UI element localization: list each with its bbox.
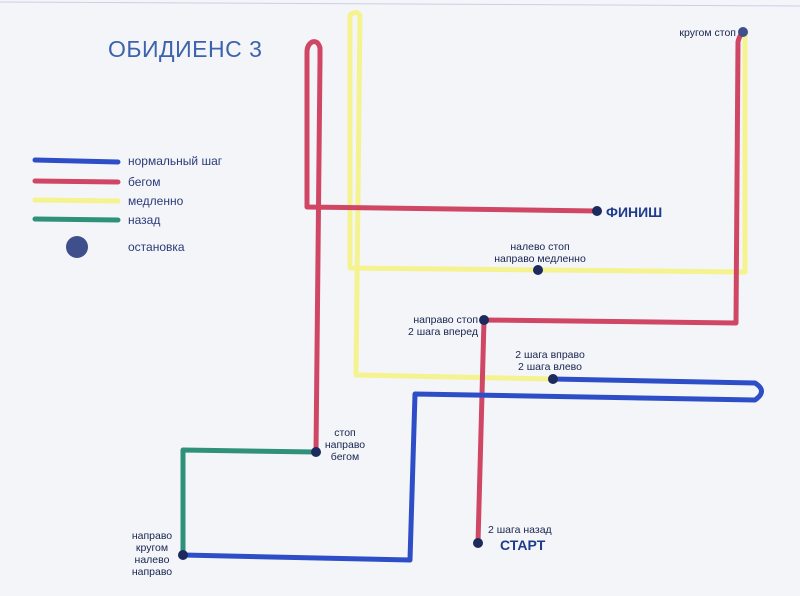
legend-run-line [32, 178, 121, 185]
path-back [180, 447, 319, 558]
path-walk [180, 376, 764, 563]
legend-walk-label: нормальный шаг [128, 154, 223, 168]
diagram-title: ОБИДИЕНС 3 [108, 36, 263, 62]
label-left-stop: налево стоп направо медленно [494, 241, 586, 265]
stop-dot-stop-run [311, 447, 321, 457]
legend-slow-label: медленно [128, 194, 184, 208]
legend-back-line [32, 216, 121, 223]
legend-stop-dot [66, 236, 88, 258]
label-start-note: 2 шага назад [488, 524, 552, 536]
stop-dot-finish [592, 206, 602, 216]
label-finish: ФИНИШ [606, 204, 663, 220]
stop-dot-steps [548, 374, 558, 384]
label-round-stop: кругом стоп [679, 27, 736, 39]
label-steps: 2 шага вправо 2 шага влево [515, 349, 585, 373]
legend-back-label: назад [128, 213, 161, 227]
page-edge [0, 1, 800, 7]
label-start: СТАРТ [500, 537, 546, 553]
stop-dot-right-forward [479, 315, 489, 325]
stop-dot-left-slow [533, 265, 543, 275]
legend-slow-line [32, 197, 121, 204]
path-slow [347, 10, 748, 382]
path-run-1 [475, 29, 748, 546]
legend-run-label: бегом [128, 175, 161, 189]
stop-dot-corner [178, 550, 188, 560]
label-stop-run: стоп направо бегом [324, 427, 366, 463]
legend-stop-label: остановка [128, 240, 185, 254]
stop-dot-start [473, 538, 483, 548]
label-corner: направо кругом налево направо [131, 530, 173, 578]
label-right-stop: направо стоп 2 шага вперед [407, 314, 478, 338]
stop-dot-round [738, 27, 748, 37]
path-run-2 [304, 39, 600, 455]
legend-walk-line [32, 157, 121, 165]
